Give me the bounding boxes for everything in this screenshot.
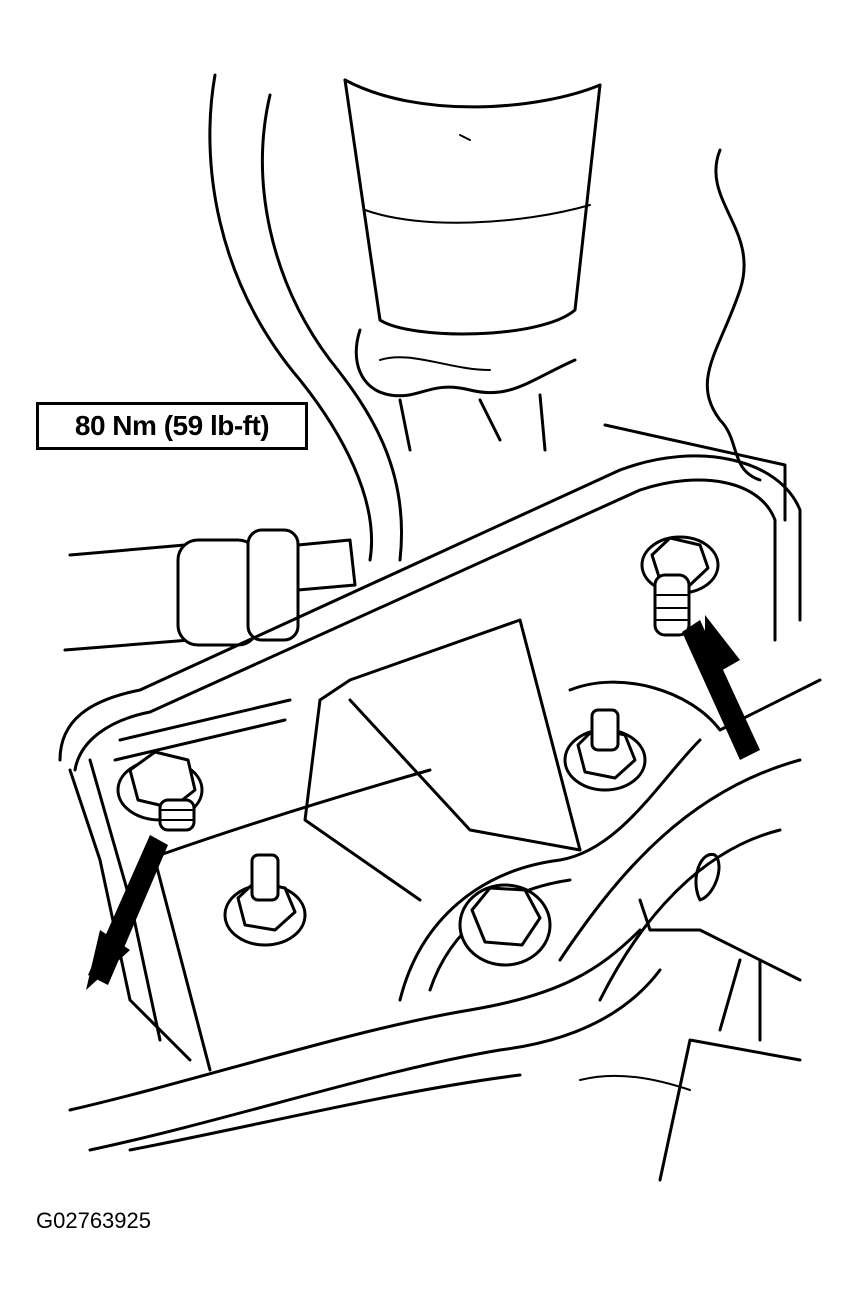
insulator-nut-lower (458, 883, 552, 967)
torque-spec-label: 80 Nm (59 lb-ft) (36, 402, 308, 450)
transmission-case (343, 78, 602, 452)
insulator-stud-left (223, 853, 307, 947)
left-bolt-arrow (86, 835, 168, 990)
figure-id: G02763925 (36, 1208, 151, 1233)
right-bolt-arrow (682, 615, 760, 760)
wiring-harness (705, 148, 762, 482)
coolant-hose (63, 73, 404, 652)
crossmember (68, 678, 822, 1182)
right-mount-bolt (640, 535, 720, 637)
mount-bracket (58, 423, 802, 1072)
insulator-stud-center (563, 708, 647, 792)
left-mount-bolt (116, 750, 204, 832)
